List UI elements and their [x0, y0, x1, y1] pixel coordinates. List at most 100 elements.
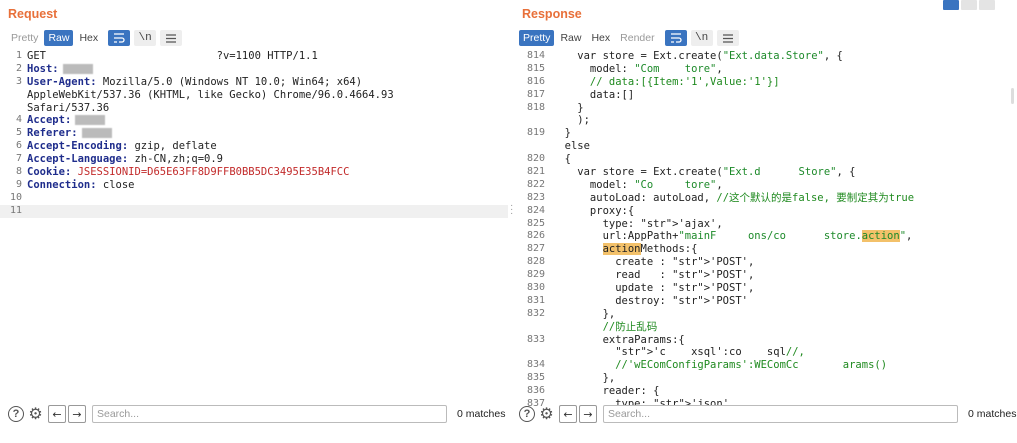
gear-icon[interactable]: ⚙ [539, 405, 554, 423]
header-name: Cookie [27, 166, 65, 179]
line-number: 829 [526, 269, 545, 281]
line-number: 831 [526, 294, 545, 306]
code-line: 832 }, [516, 308, 1017, 321]
line-text: Cookie: JSESSIONID=D65E63FF8D9FFB0BB5DC3… [27, 166, 350, 179]
code-line: 820 { [516, 153, 1017, 166]
request-title: Request [8, 7, 58, 21]
code-line: Safari/537.36 [0, 102, 508, 115]
header-value: Mozilla/5.0 (Windows NT 10.0; Win64; x64… [96, 75, 363, 88]
line-text: ); [552, 114, 590, 127]
code-line: 815 model: "Com tore", [516, 63, 1017, 76]
line-number: 6 [15, 140, 22, 152]
line-text: model: "Com tore", [552, 62, 723, 75]
response-scrollbar[interactable] [1011, 88, 1014, 104]
header-value: zh-CN,zh;q=0.9 [128, 153, 223, 166]
request-tab-pretty[interactable]: Pretty [11, 32, 39, 44]
request-search-bar: ? ⚙ ← → 0 matches [8, 403, 505, 425]
line-text: // data:[{Item:'1',Value:'1'}] [552, 75, 780, 88]
request-tab-hex[interactable]: Hex [79, 32, 99, 44]
line-text: }, [552, 372, 616, 385]
code-line: 827 actionMethods:{ [516, 243, 1017, 256]
code-line: 823 autoLoad: autoLoad, //这个默认的是false, 要… [516, 192, 1017, 205]
code-line: else [516, 140, 1017, 153]
line-number: 834 [526, 359, 545, 371]
previous-match-button[interactable]: ← [559, 405, 577, 423]
code-line: 836 reader: { [516, 385, 1017, 398]
line-text: destroy: "str">'POST' [552, 294, 748, 307]
gear-icon[interactable]: ⚙ [28, 405, 43, 423]
layout-vertical-button[interactable] [979, 0, 995, 10]
previous-match-button[interactable]: ← [48, 405, 66, 423]
next-match-button[interactable]: → [579, 405, 597, 423]
next-match-button[interactable]: → [68, 405, 86, 423]
line-number: 833 [526, 333, 545, 345]
line-text: Accept: [27, 114, 106, 127]
request-pane: Request Pretty Raw Hex \n 1 GET ?v=1100 H… [0, 0, 508, 443]
help-icon[interactable]: ? [8, 406, 24, 422]
line-text: Accept-Language: zh-CN,zh;q=0.9 [27, 153, 223, 166]
code-line: 825 type: "str">'ajax', [516, 218, 1017, 231]
response-tab-render[interactable]: Render [620, 32, 655, 44]
response-search-input[interactable] [603, 405, 958, 423]
menu-icon[interactable] [716, 30, 739, 46]
response-tabbar: Pretty Raw Hex Render \n [519, 29, 739, 47]
line-number: 830 [526, 282, 545, 294]
line-number: 828 [526, 256, 545, 268]
response-tab-pretty[interactable]: Pretty [519, 30, 555, 46]
line-text: }, [552, 307, 616, 320]
layout-split-button[interactable] [943, 0, 959, 10]
help-icon[interactable]: ? [519, 406, 535, 422]
response-search-bar: ? ⚙ ← → 0 matches [519, 403, 1016, 425]
line-text: Referer: [27, 127, 112, 140]
line-text: autoLoad: autoLoad, //这个默认的是false, 要制定其为… [552, 191, 915, 204]
line-text: { [552, 153, 571, 166]
line-number: 821 [526, 166, 545, 178]
line-number: 819 [526, 127, 545, 139]
header-name: Accept [27, 114, 65, 127]
response-pane: Response Pretty Raw Hex Render \n 814 va… [516, 0, 1017, 443]
line-text: proxy:{ [552, 204, 635, 217]
request-tab-raw[interactable]: Raw [44, 30, 74, 46]
request-search-input[interactable] [92, 405, 447, 423]
line-number: 823 [526, 191, 545, 203]
code-line: 816 // data:[{Item:'1',Value:'1'}] [516, 76, 1017, 89]
line-text: GET ?v=1100 HTTP/1.1 [27, 50, 318, 63]
line-number: 2 [15, 62, 22, 74]
response-editor[interactable]: 814 var store = Ext.create("Ext.data.Sto… [516, 50, 1017, 411]
response-tab-raw[interactable]: Raw [560, 32, 582, 44]
line-text: "str">'c xsql':co sql//, [615, 346, 805, 359]
line-content: GET ?v=1100 HTTP/1.1 [27, 50, 318, 62]
wrap-lines-icon[interactable] [108, 30, 131, 46]
show-newlines-button[interactable]: \n [690, 30, 713, 46]
line-text: var store = Ext.create("Ext.d Store", { [552, 166, 856, 179]
code-line: 833 extraParams:{ [516, 334, 1017, 347]
wrap-lines-icon[interactable] [664, 30, 687, 46]
code-line: 826 url:AppPath+"mainF ons/co store.acti… [516, 230, 1017, 243]
header-name: User-Agent [27, 75, 91, 88]
line-number: 824 [526, 204, 545, 216]
line-number: 1 [15, 50, 22, 61]
header-name: Host [27, 62, 53, 75]
code-line: 830 update : "str">'POST', [516, 282, 1017, 295]
line-number: 5 [15, 127, 22, 139]
pane-divider-handle[interactable]: ··· [510, 200, 514, 219]
code-line: "str">'c xsql':co sql//, [516, 346, 1017, 359]
show-newlines-button[interactable]: \n [134, 30, 157, 46]
line-text: data:[] [552, 88, 635, 101]
code-line: 10 [0, 192, 508, 205]
line-text: model: "Co tore", [552, 178, 723, 191]
line-number: 822 [526, 178, 545, 190]
response-tab-hex[interactable]: Hex [591, 32, 611, 44]
line-number: 815 [526, 62, 545, 74]
line-number: 3 [15, 75, 22, 87]
menu-icon[interactable] [160, 30, 183, 46]
code-line: 817 data:[] [516, 89, 1017, 102]
code-line: 818 } [516, 102, 1017, 115]
layout-horizontal-button[interactable] [961, 0, 977, 10]
line-number: 10 [9, 191, 22, 203]
line-text: create : "str">'POST', [552, 256, 755, 269]
